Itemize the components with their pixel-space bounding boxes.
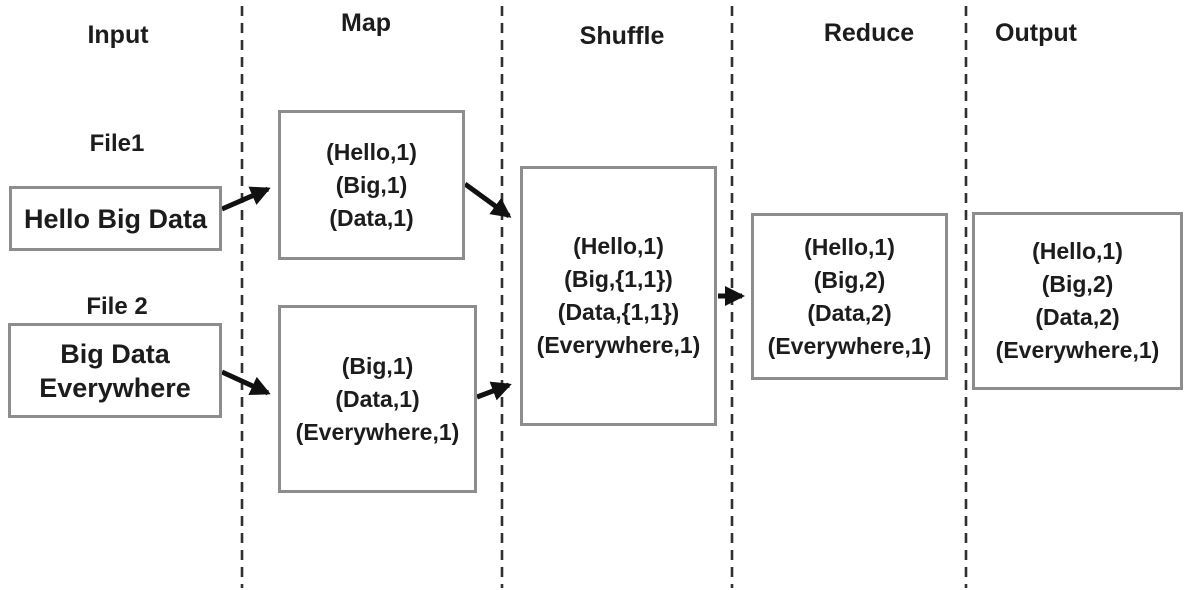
file2-box: Big Data Everywhere [8,323,222,418]
kv-pair: (Hello,1) [804,233,895,260]
shuffle-box: (Hello,1) (Big,{1,1}) (Data,{1,1}) (Ever… [520,166,717,426]
kv-pair: (Data,2) [1035,304,1120,330]
kv-pair: (Hello,1) [326,138,417,165]
arrow-file2-to-mapper2 [220,369,271,396]
arrow-mapper1-to-shuffle [463,181,512,219]
file2-content-line: Everywhere [39,372,191,403]
output-box: (Hello,1) (Big,2) (Data,2) (Everywhere,1… [972,212,1183,390]
kv-pair: (Hello,1) [573,233,664,259]
column-header-shuffle: Shuffle [579,22,665,50]
file1-content: Hello Big Data [23,203,208,234]
column-header-input: Input [87,21,149,49]
column-header-map: Map [341,9,391,37]
reduce-box: (Hello,1) (Big,2) (Data,2) (Everywhere,1… [751,213,948,380]
arrow-file1-to-mapper1 [221,186,271,212]
kv-pair: (Big,2) [1041,271,1114,297]
kv-pair: (Hello,1) [1032,238,1123,264]
kv-pair: (Data,1) [329,204,414,231]
kv-pair: (Data,2) [807,299,892,326]
column-header-reduce: Reduce [823,19,915,47]
kv-pair: (Everywhere,1) [536,332,701,358]
arrow-mapper2-to-shuffle [476,381,512,401]
kv-pair: (Everywhere,1) [995,337,1160,363]
file2-label: File 2 [86,293,148,320]
kv-pair: (Data,1) [335,385,420,412]
mapper1-box: (Hello,1) (Big,1) (Data,1) [278,110,465,260]
kv-pair: (Big,1) [341,352,414,379]
kv-pair: (Big,{1,1}) [564,266,673,292]
file1-box: Hello Big Data [9,186,222,251]
kv-pair: (Everywhere,1) [767,332,932,359]
kv-pair: (Data,{1,1}) [557,299,680,325]
kv-pair: (Big,2) [813,266,886,293]
kv-pair: (Everywhere,1) [295,418,460,445]
file1-label: File1 [89,130,145,157]
file2-content-line: Big Data [60,338,170,369]
column-header-output: Output [995,19,1077,47]
kv-pair: (Big,1) [335,171,408,198]
mapper2-box: (Big,1) (Data,1) (Everywhere,1) [278,305,477,493]
